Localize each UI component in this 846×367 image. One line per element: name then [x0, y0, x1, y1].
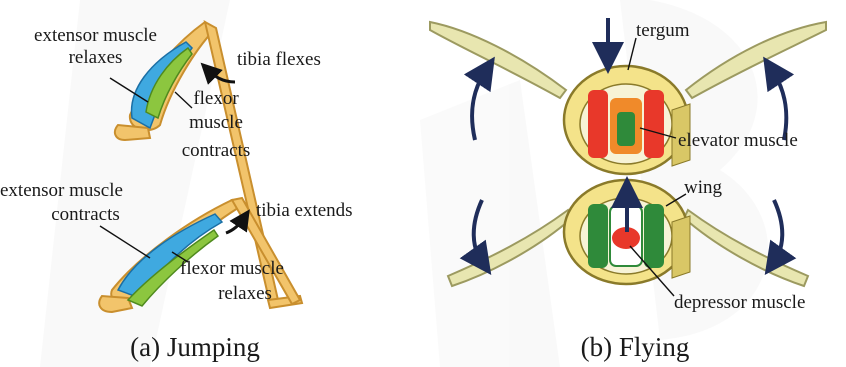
caption-flying: (b) Flying [520, 332, 750, 362]
label-relaxes: relaxes [8, 47, 183, 68]
label-wing: wing [684, 177, 722, 198]
label-elevator-muscle: elevator muscle [678, 130, 798, 151]
label-tergum: tergum [636, 20, 689, 41]
label-flexor: flexor [176, 88, 256, 109]
label-tibia-extends: tibia extends [256, 200, 353, 221]
label-extensor-muscle-2: extensor muscle [0, 180, 123, 201]
label-contracts-2: contracts [8, 204, 163, 225]
label-flexor-muscle: flexor muscle [180, 258, 284, 279]
label-extensor-muscle: extensor muscle [8, 25, 183, 46]
label-muscle: muscle [176, 112, 256, 133]
label-tibia-flexes: tibia flexes [237, 49, 321, 70]
label-contracts: contracts [166, 140, 266, 161]
caption-jumping: (a) Jumping [80, 332, 310, 362]
label-depressor-muscle: depressor muscle [674, 292, 805, 313]
label-relaxes-2: relaxes [190, 283, 300, 304]
